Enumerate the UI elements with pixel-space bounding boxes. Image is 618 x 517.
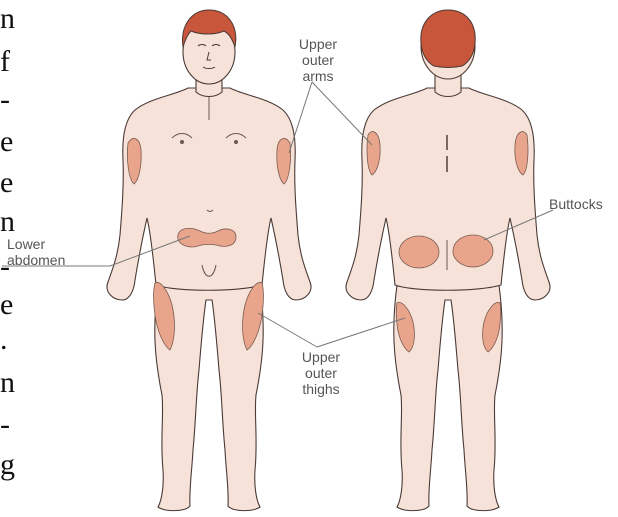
right-buttock-site [453, 235, 493, 267]
leader-thigh-back [317, 318, 405, 347]
front-figure [107, 10, 311, 511]
label-buttocks: Buttocks [549, 196, 603, 212]
label-lower-abdomen: Lower abdomen [7, 236, 65, 268]
back-hair [421, 10, 475, 68]
leader-arms-back [312, 82, 372, 145]
label-upper-outer-arms: Upper outer arms [288, 36, 348, 84]
back-figure [346, 10, 550, 511]
back-torso [346, 88, 550, 300]
left-buttock-site [399, 236, 439, 268]
label-upper-outer-thighs: Upper outer thighs [291, 349, 351, 397]
leader-arms-front [289, 82, 312, 153]
leader-thigh-front [258, 313, 317, 347]
